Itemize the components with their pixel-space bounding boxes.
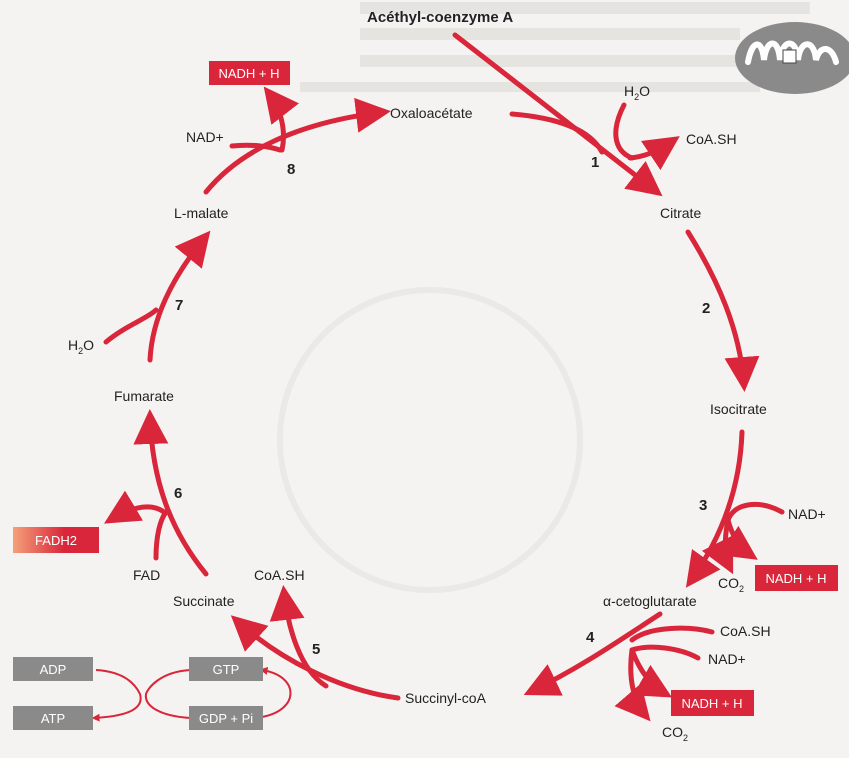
nadh-box-step4: NADH + H (671, 690, 754, 716)
nad-step8-label: NAD+ (186, 129, 224, 145)
step6-fadh2-arrow (103, 490, 167, 524)
svg-text:ADP: ADP (40, 662, 67, 677)
step-number-8: 8 (287, 161, 295, 178)
step-number-2: 2 (702, 300, 710, 317)
svg-text:ATP: ATP (41, 711, 65, 726)
step6-fad-arrow (153, 509, 169, 561)
h2o-step7-label: H2O (68, 337, 94, 356)
step4-arrow (523, 611, 663, 696)
step1-h2o-arrow (613, 102, 635, 161)
step2-arrow (685, 229, 760, 392)
l-malate-label: L-malate (174, 205, 229, 221)
step-number-7: 7 (175, 297, 183, 314)
coa-step4-label: CoA.SH (720, 623, 771, 639)
svg-text:GTP: GTP (213, 662, 240, 677)
succinyl-coa-label: Succinyl-coA (405, 690, 487, 706)
step5-coa-arrow (269, 585, 329, 689)
citrate-label: Citrate (660, 205, 701, 221)
gdp-box: GDP + Pi (189, 706, 263, 730)
fadh2-box: FADH2 (13, 527, 99, 553)
step8-nadh-arrow (263, 86, 299, 153)
svg-text:NADH + H: NADH + H (681, 696, 742, 711)
step-number-4: 4 (586, 629, 595, 646)
oxaloacetate-label: Oxaloacétate (390, 105, 473, 121)
gtp-gdp-loop (144, 669, 191, 719)
alpha-ketoglutarate-label: α-cetoglutarate (603, 593, 697, 609)
nadh-box-step3: NADH + H (755, 565, 838, 591)
mitochondrion-icon (735, 22, 849, 94)
step-number-6: 6 (174, 485, 182, 502)
step4-coa-arrow (629, 625, 715, 643)
h2o-step1-label: H2O (624, 83, 650, 102)
succinate-label: Succinate (173, 593, 235, 609)
diagram-title: Acéthyl-coenzyme A (367, 9, 513, 26)
step3-arrow (685, 429, 745, 588)
step8-nad-arrow (229, 142, 283, 153)
svg-text:NADH + H: NADH + H (765, 571, 826, 586)
step-number-1: 1 (591, 154, 599, 171)
step4-nadh-arrow (629, 647, 673, 698)
gdp-gtp-loop (259, 666, 292, 718)
step-number-3: 3 (699, 497, 707, 514)
oxaloacetate-join-arrow (509, 111, 605, 155)
nadh-box-step8: NADH + H (209, 61, 290, 85)
step6-arrow (133, 409, 209, 577)
nad-step4-label: NAD+ (708, 651, 746, 667)
fumarate-label: Fumarate (114, 388, 174, 404)
step3-nad-arrow (725, 501, 785, 523)
step7-h2o-arrow (103, 307, 159, 345)
atp-box: ATP (13, 706, 93, 730)
step-number-5: 5 (312, 641, 320, 658)
acetylcoa-arrow (452, 32, 663, 197)
co2-step4-label: CO2 (662, 724, 688, 743)
coa-step1-label: CoA.SH (686, 131, 737, 147)
fad-step6-label: FAD (133, 567, 160, 583)
nad-step3-label: NAD+ (788, 506, 826, 522)
step1-coa-arrow (627, 136, 680, 171)
coa-step5-label: CoA.SH (254, 567, 305, 583)
svg-text:FADH2: FADH2 (35, 533, 77, 548)
step4-nad-arrow (629, 644, 701, 661)
gtp-box: GTP (189, 657, 263, 681)
step3-nadh-arrow (718, 517, 758, 560)
step8-arrow (203, 97, 391, 195)
step4-co2-arrow (614, 647, 651, 722)
isocitrate-label: Isocitrate (710, 401, 767, 417)
adp-atp-loop (91, 669, 142, 722)
step7-arrow (147, 230, 211, 363)
svg-text:NADH + H: NADH + H (218, 66, 279, 81)
adp-box: ADP (13, 657, 93, 681)
background-texture (277, 2, 810, 593)
step3-co2-arrow (701, 517, 734, 575)
svg-text:GDP + Pi: GDP + Pi (199, 711, 253, 726)
co2-step3-label: CO2 (718, 575, 744, 594)
